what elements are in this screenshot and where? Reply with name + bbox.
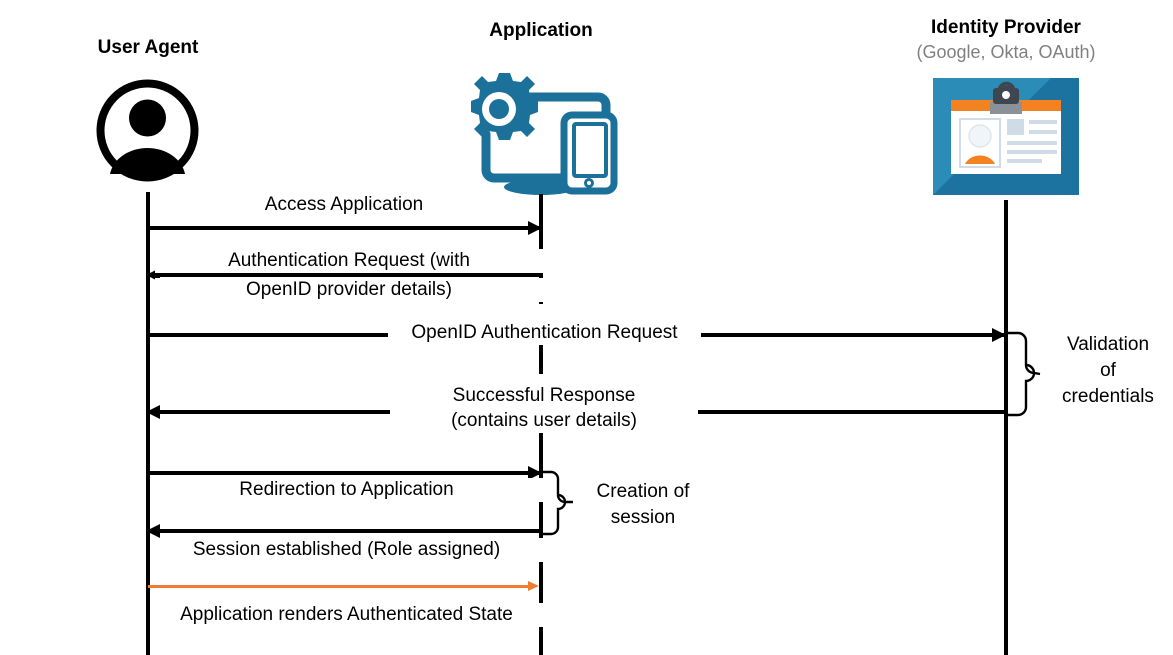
arrow-head-session-established (146, 524, 160, 538)
participant-subtitle-identity-provider: (Google, Okta, OAuth) (916, 42, 1096, 62)
lifeline-application-segment-2 (539, 344, 543, 374)
user-avatar-icon (95, 78, 200, 188)
message-line-application-renders-authenticated-state (148, 585, 531, 588)
note-label-validation-line2: of (1100, 360, 1116, 381)
message-line-access-application (146, 226, 541, 230)
arrow-head-redirection-to-application (528, 466, 542, 480)
lifeline-identity-provider (1004, 200, 1008, 655)
message-line-session-established (152, 529, 541, 533)
note-label-validation-line3: credentials (1062, 386, 1154, 407)
brace-creation-of-session (541, 470, 587, 541)
note-label-creation-line2: session (610, 507, 676, 528)
message-label-redirection-to-application: Redirection to Application (150, 478, 543, 502)
lifeline-user-agent (146, 192, 150, 655)
arrow-head-openid-authentication-request (992, 328, 1006, 342)
note-label-validation-line1: Validation (1066, 334, 1150, 355)
participant-title-identity-provider: Identity Provider (931, 17, 1081, 38)
message-label-successful-response-line2: (contains user details) (390, 409, 698, 433)
message-label-authentication-request-line2: OpenID provider details) (155, 278, 543, 302)
message-label-openid-authentication-request: OpenID Authentication Request (388, 321, 701, 345)
id-badge-icon (933, 78, 1079, 200)
gear-monitor-mobile-icon (450, 70, 630, 200)
message-line-authentication-request (152, 273, 541, 277)
message-label-successful-response-line1: Successful Response (390, 384, 698, 408)
arrow-head-successful-response (146, 405, 160, 419)
message-label-access-application: Access Application (190, 193, 498, 217)
message-label-application-renders-authenticated-state: Application renders Authenticated State (150, 603, 543, 627)
message-label-session-established: Session established (Role assigned) (150, 538, 543, 562)
participant-title-application: Application (489, 20, 593, 41)
note-label-creation-line1: Creation of (596, 481, 690, 502)
arrow-head-application-renders-authenticated-state (528, 581, 539, 591)
brace-validation-of-credentials (1006, 331, 1052, 422)
participant-title-user-agent: User Agent (97, 37, 199, 58)
message-line-redirection-to-application (146, 471, 541, 475)
arrow-head-access-application (528, 221, 542, 235)
message-label-authentication-request-line1: Authentication Request (with (155, 249, 543, 273)
